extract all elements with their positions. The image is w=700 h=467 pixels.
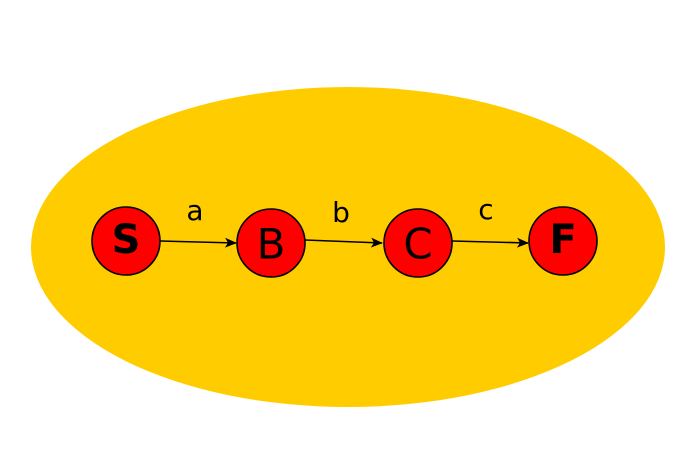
node-s-circle xyxy=(91,206,161,276)
node-f-label: F xyxy=(549,217,576,263)
edge-s-b-arrow xyxy=(159,237,237,248)
node-f: F xyxy=(528,206,598,276)
edge-c-f-arrow xyxy=(451,237,529,248)
node-s-label: S xyxy=(112,217,141,263)
edge-b-c-arrow xyxy=(304,237,383,248)
edge-c-f-label: c xyxy=(478,193,493,226)
node-c-label: C xyxy=(403,220,432,269)
node-s: S xyxy=(91,206,161,276)
node-f-circle xyxy=(528,206,598,276)
node-b: B xyxy=(236,208,306,278)
node-b-label: B xyxy=(257,220,286,269)
region-ellipse xyxy=(31,87,665,407)
node-c-circle xyxy=(383,208,453,278)
edge-s-b-label: a xyxy=(186,194,203,227)
edge-b-c-label: b xyxy=(332,196,350,229)
node-b-circle xyxy=(236,208,306,278)
node-c: C xyxy=(383,208,453,278)
